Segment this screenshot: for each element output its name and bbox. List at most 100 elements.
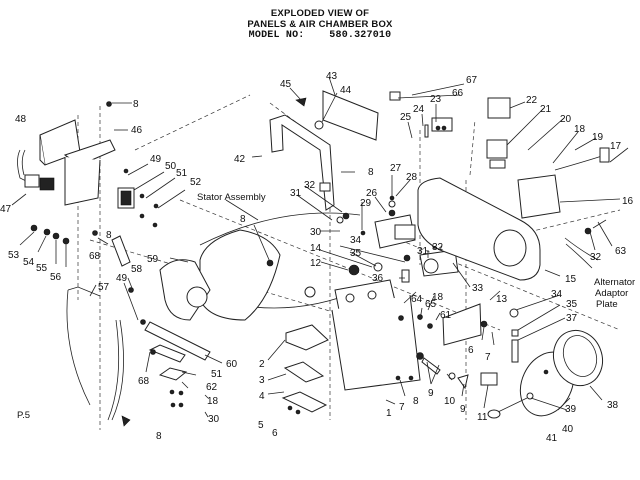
part-label: 68	[89, 251, 101, 262]
part-label: 61	[440, 310, 452, 321]
part-label: 21	[540, 104, 552, 115]
part-label: 48	[15, 114, 27, 125]
part-label: 40	[562, 424, 574, 435]
side-panel-57	[66, 286, 124, 421]
part-label: 65	[425, 299, 437, 310]
junction-block-main	[331, 279, 421, 391]
part-label: 47	[0, 204, 12, 215]
part-label: 14	[310, 243, 322, 254]
part-label: 20	[560, 114, 572, 125]
part-label: 5	[258, 420, 264, 431]
part-label: 16	[622, 196, 634, 207]
part-label: 8	[413, 396, 419, 407]
alternator-caption-line-3: Plate	[596, 299, 618, 310]
part-label: 17	[610, 141, 622, 152]
part-label: 25	[400, 112, 412, 123]
part-label: 8	[133, 99, 139, 110]
part-label: 30	[208, 414, 220, 425]
part-label: 55	[36, 263, 48, 274]
coil-16	[517, 147, 610, 219]
part-label: 32	[432, 242, 444, 253]
part-label: 7	[485, 352, 491, 363]
title-line-2: PANELS & AIR CHAMBER BOX	[247, 19, 393, 30]
part-label: 32	[304, 180, 316, 191]
part-label: 24	[413, 104, 425, 115]
part-label: 68	[138, 376, 150, 387]
part-label: 1	[386, 408, 392, 419]
model-line: MODEL NO: 580.327010	[0, 30, 640, 41]
part-label: 28	[406, 172, 418, 183]
part-label: 19	[592, 132, 604, 143]
part-label: 8	[156, 431, 162, 442]
part-label: 34	[350, 235, 362, 246]
part-label: 58	[131, 264, 143, 275]
part-label: 44	[340, 85, 352, 96]
fitting-9-10	[395, 352, 498, 390]
part-label: 59	[147, 254, 159, 265]
title-line-1: EXPLODED VIEW OF	[270, 8, 370, 19]
hardware-53-56	[30, 101, 159, 245]
part-label: 3	[259, 375, 265, 386]
part-label: 8	[240, 214, 246, 225]
part-label: 2	[259, 359, 265, 370]
part-label: 50	[165, 161, 177, 172]
part-label: 15	[565, 274, 577, 285]
part-label: 51	[176, 168, 188, 179]
part-label: 35	[566, 299, 578, 310]
valve-assembly-29	[336, 195, 416, 249]
terminal-23-26	[389, 91, 453, 138]
part-label: 51	[211, 369, 223, 380]
relay-21-22	[486, 97, 511, 169]
part-label: 18	[207, 396, 219, 407]
part-label: 18	[432, 292, 444, 303]
stator-assembly-caption: Stator Assembly	[197, 192, 266, 203]
part-label: 10	[444, 396, 456, 407]
bolt-40-41	[487, 392, 534, 419]
part-label: 12	[310, 258, 322, 269]
part-label: 9	[460, 404, 466, 415]
part-label: 37	[566, 313, 578, 324]
switch-50	[117, 187, 135, 209]
part-label: 26	[366, 188, 378, 199]
fittings-12-14	[304, 254, 411, 298]
ring-38	[552, 329, 604, 387]
part-label: 36	[372, 273, 384, 284]
part-label: 41	[546, 433, 558, 444]
part-label: 64	[411, 294, 423, 305]
alternator-caption-line-2: Adaptor	[595, 288, 628, 299]
part-label: 46	[131, 125, 143, 136]
small-hardware-stator	[121, 287, 184, 427]
part-label: 49	[116, 273, 128, 284]
part-label: 33	[472, 283, 484, 294]
part-label: 13	[496, 294, 508, 305]
part-label: 27	[390, 163, 402, 174]
part-label: 45	[280, 79, 292, 90]
part-label: 7	[399, 402, 405, 413]
model-label: MODEL NO:	[248, 30, 305, 41]
part-label: 32	[590, 252, 602, 263]
part-label: 9	[428, 388, 434, 399]
part-label: 23	[430, 94, 442, 105]
part-label: 52	[190, 177, 202, 188]
part-label: 18	[574, 124, 586, 135]
bracket-stack-2-5	[281, 324, 329, 415]
alternator-fittings	[564, 219, 607, 269]
part-label: 6	[272, 428, 278, 439]
part-label: 34	[551, 289, 563, 300]
part-label: 42	[234, 154, 246, 165]
page-mark: P.5	[17, 410, 30, 421]
part-label: 57	[98, 282, 110, 293]
part-label: 8	[106, 230, 112, 241]
part-label: 31	[417, 246, 429, 257]
plate-68	[111, 235, 131, 267]
part-label: 66	[452, 88, 464, 99]
top-panel-42	[269, 114, 335, 211]
part-label: 6	[468, 345, 474, 356]
bracket-13	[398, 303, 488, 346]
part-label: 54	[23, 257, 35, 268]
part-label: 22	[526, 95, 538, 106]
alternator-caption-line-1: Alternator	[594, 277, 635, 288]
part-label: 60	[226, 359, 238, 370]
part-label: 49	[150, 154, 162, 165]
